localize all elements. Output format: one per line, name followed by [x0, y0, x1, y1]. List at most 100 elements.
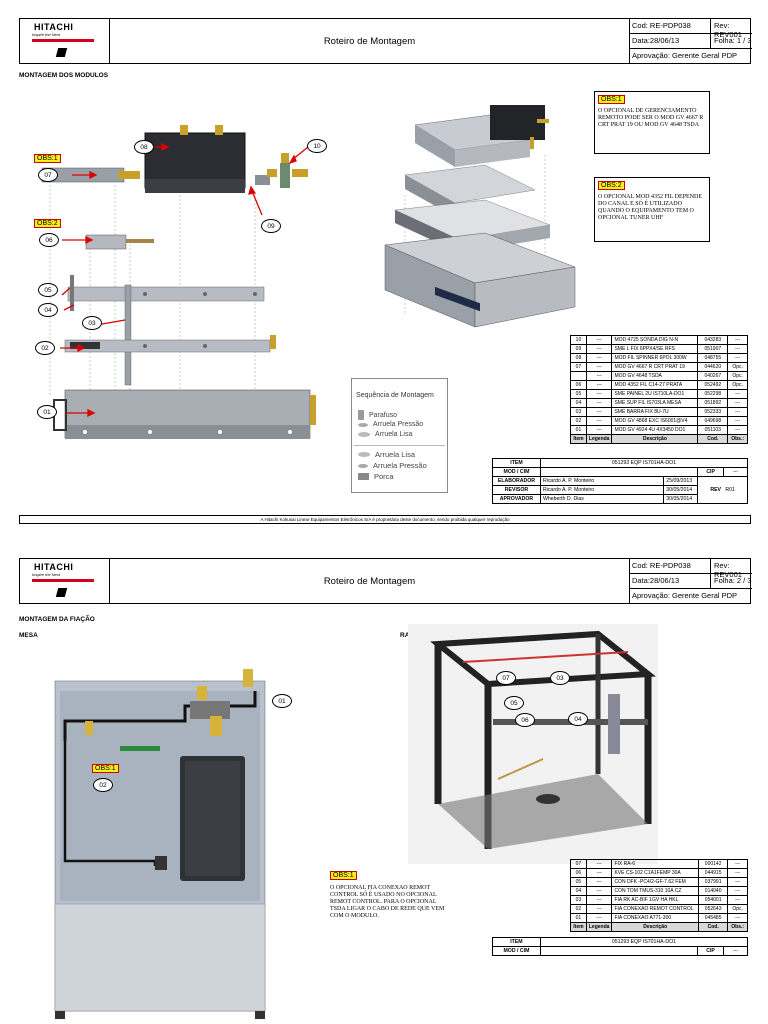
washer-icon [358, 432, 370, 437]
table-cell: --- [585, 344, 613, 354]
table-cell: FIA RK AC-BIF 1GV HA HKL [611, 895, 699, 905]
table-cell: 03 [570, 407, 587, 417]
table-cell: 08 [570, 353, 587, 363]
table-cell: 02 [570, 904, 587, 914]
table-cell: 014040 [697, 886, 729, 896]
logo-bar [32, 579, 94, 582]
washer-icon [358, 452, 370, 457]
table-cell: 040267 [697, 371, 729, 381]
obs1-label: OBS:1 [598, 95, 625, 104]
table-cell: --- [585, 877, 613, 887]
table-cell: 051907 [697, 344, 729, 354]
table-cell: --- [585, 371, 613, 381]
table-cell: MOD GV 4868 EXC IS6001@V4 [611, 416, 699, 426]
table-cell: 052643 [697, 904, 729, 914]
table-cell: 051103 [697, 425, 729, 435]
doc-code: Cod: RE-PDP038 [632, 21, 691, 30]
cip-value: --- [723, 467, 748, 477]
table-cell: 044620 [697, 362, 729, 372]
modcim-label: MOD / CIM [492, 467, 541, 477]
table-header-cell: Item [570, 922, 587, 932]
table-cell: 03 [570, 895, 587, 905]
table-cell: FIA CONEXAO A771-300 [611, 913, 699, 923]
cip-label: CIP [697, 467, 725, 477]
table-cell: Opc. [727, 380, 748, 390]
table-header-cell: Item [570, 434, 587, 444]
logo-bar [32, 39, 94, 42]
washer-icon [358, 422, 368, 427]
table-cell: --- [585, 859, 613, 869]
callout-bubble: 03 [550, 671, 570, 685]
table-cell: SME L FIX 6PPX4/SE RFS [611, 344, 699, 354]
table-cell: Opc. [727, 362, 748, 372]
obs1-box: OBS:1 O OPCIONAL DE GERENCIAMENTO REMOTO… [594, 91, 710, 154]
doc-approval: Aprovação: Gerente Geral PDP [632, 51, 738, 60]
legend-item: Arruela Pressão [358, 461, 427, 470]
table-cell: --- [727, 895, 748, 905]
table-cell: --- [727, 416, 748, 426]
document-page-1: HITACHI Inspire the Next Roteiro de Mont… [19, 18, 752, 524]
table-cell: --- [585, 353, 613, 363]
table-cell: --- [727, 913, 748, 923]
table-cell: 01 [570, 425, 587, 435]
table-cell: 051892 [697, 398, 729, 408]
table-cell: 043283 [697, 335, 729, 345]
table-cell: --- [585, 868, 613, 878]
legend-title: Sequência de Montagem [356, 392, 434, 399]
table-header-cell: Obs.: [727, 434, 748, 444]
table-cell: CON TOM TMUS-310 10A CZ [611, 886, 699, 896]
doc-rev: Rev: REV001 [714, 21, 742, 39]
hitachi-logo: HITACHI Inspire the Next [20, 559, 110, 603]
table-cell: --- [585, 425, 613, 435]
table-cell: --- [727, 335, 748, 345]
table-cell: 04 [570, 398, 587, 408]
mesa-obs-tag: OBS:1 [92, 764, 119, 773]
legend-item: Parafuso [358, 410, 397, 420]
date-cell: 30/05/2014 [663, 485, 699, 495]
module-exploded-diagram [41, 125, 316, 439]
table-cell: 049698 [697, 416, 729, 426]
callout-bubble: 05 [38, 283, 58, 297]
document-title: Roteiro de Montagem [323, 35, 416, 47]
screw-icon [358, 410, 364, 420]
table-header-cell: Legenda [585, 434, 613, 444]
page-footer: A Hitachi Kokusai Linear Equipamentos El… [19, 515, 751, 524]
table-cell: --- [585, 904, 613, 914]
table-cell: 037991 [697, 877, 729, 887]
doc-rev: Rev: REV001 [714, 561, 742, 579]
table-cell: MOD GV 4648 TSDA [611, 371, 699, 381]
table-cell: MOD GV 4667 R CRT PRAT 19 [611, 362, 699, 372]
table-cell: MOD GV 4924 4U 4X3450 DO1 [611, 425, 699, 435]
doc-sheet: Folha: 1 / 3 [714, 36, 752, 45]
table-cell: SME PAINEL 2U IS710LA-DO1 [611, 389, 699, 399]
doc-date: Data:28/06/13 [632, 576, 680, 585]
table-cell: --- [585, 398, 613, 408]
section-title: MONTAGEM DA FIAÇÃO [19, 616, 95, 623]
callout-bubble: 02 [35, 341, 55, 355]
table-cell: --- [585, 335, 613, 345]
document-title: Roteiro de Montagem [323, 575, 416, 587]
hitachi-logo: HITACHI Inspire the Next [20, 19, 110, 63]
table-header-cell: Descrição [611, 922, 699, 932]
legend-item: Arruela Pressão [358, 421, 423, 428]
table-cell: --- [727, 877, 748, 887]
obs1-text: O OPCIONAL DE GERENCIAMENTO REMOTO PODE … [598, 108, 704, 128]
table-cell: CON DFK -PC4/2-GF-7.62 FEM [611, 877, 699, 887]
table-cell: --- [585, 913, 613, 923]
callout-bubble: 04 [38, 303, 58, 317]
table-cell: 04 [570, 886, 587, 896]
callout-bubble: 01 [37, 405, 57, 419]
table-cell: 06 [570, 868, 587, 878]
table-header-cell: Descrição [611, 434, 699, 444]
